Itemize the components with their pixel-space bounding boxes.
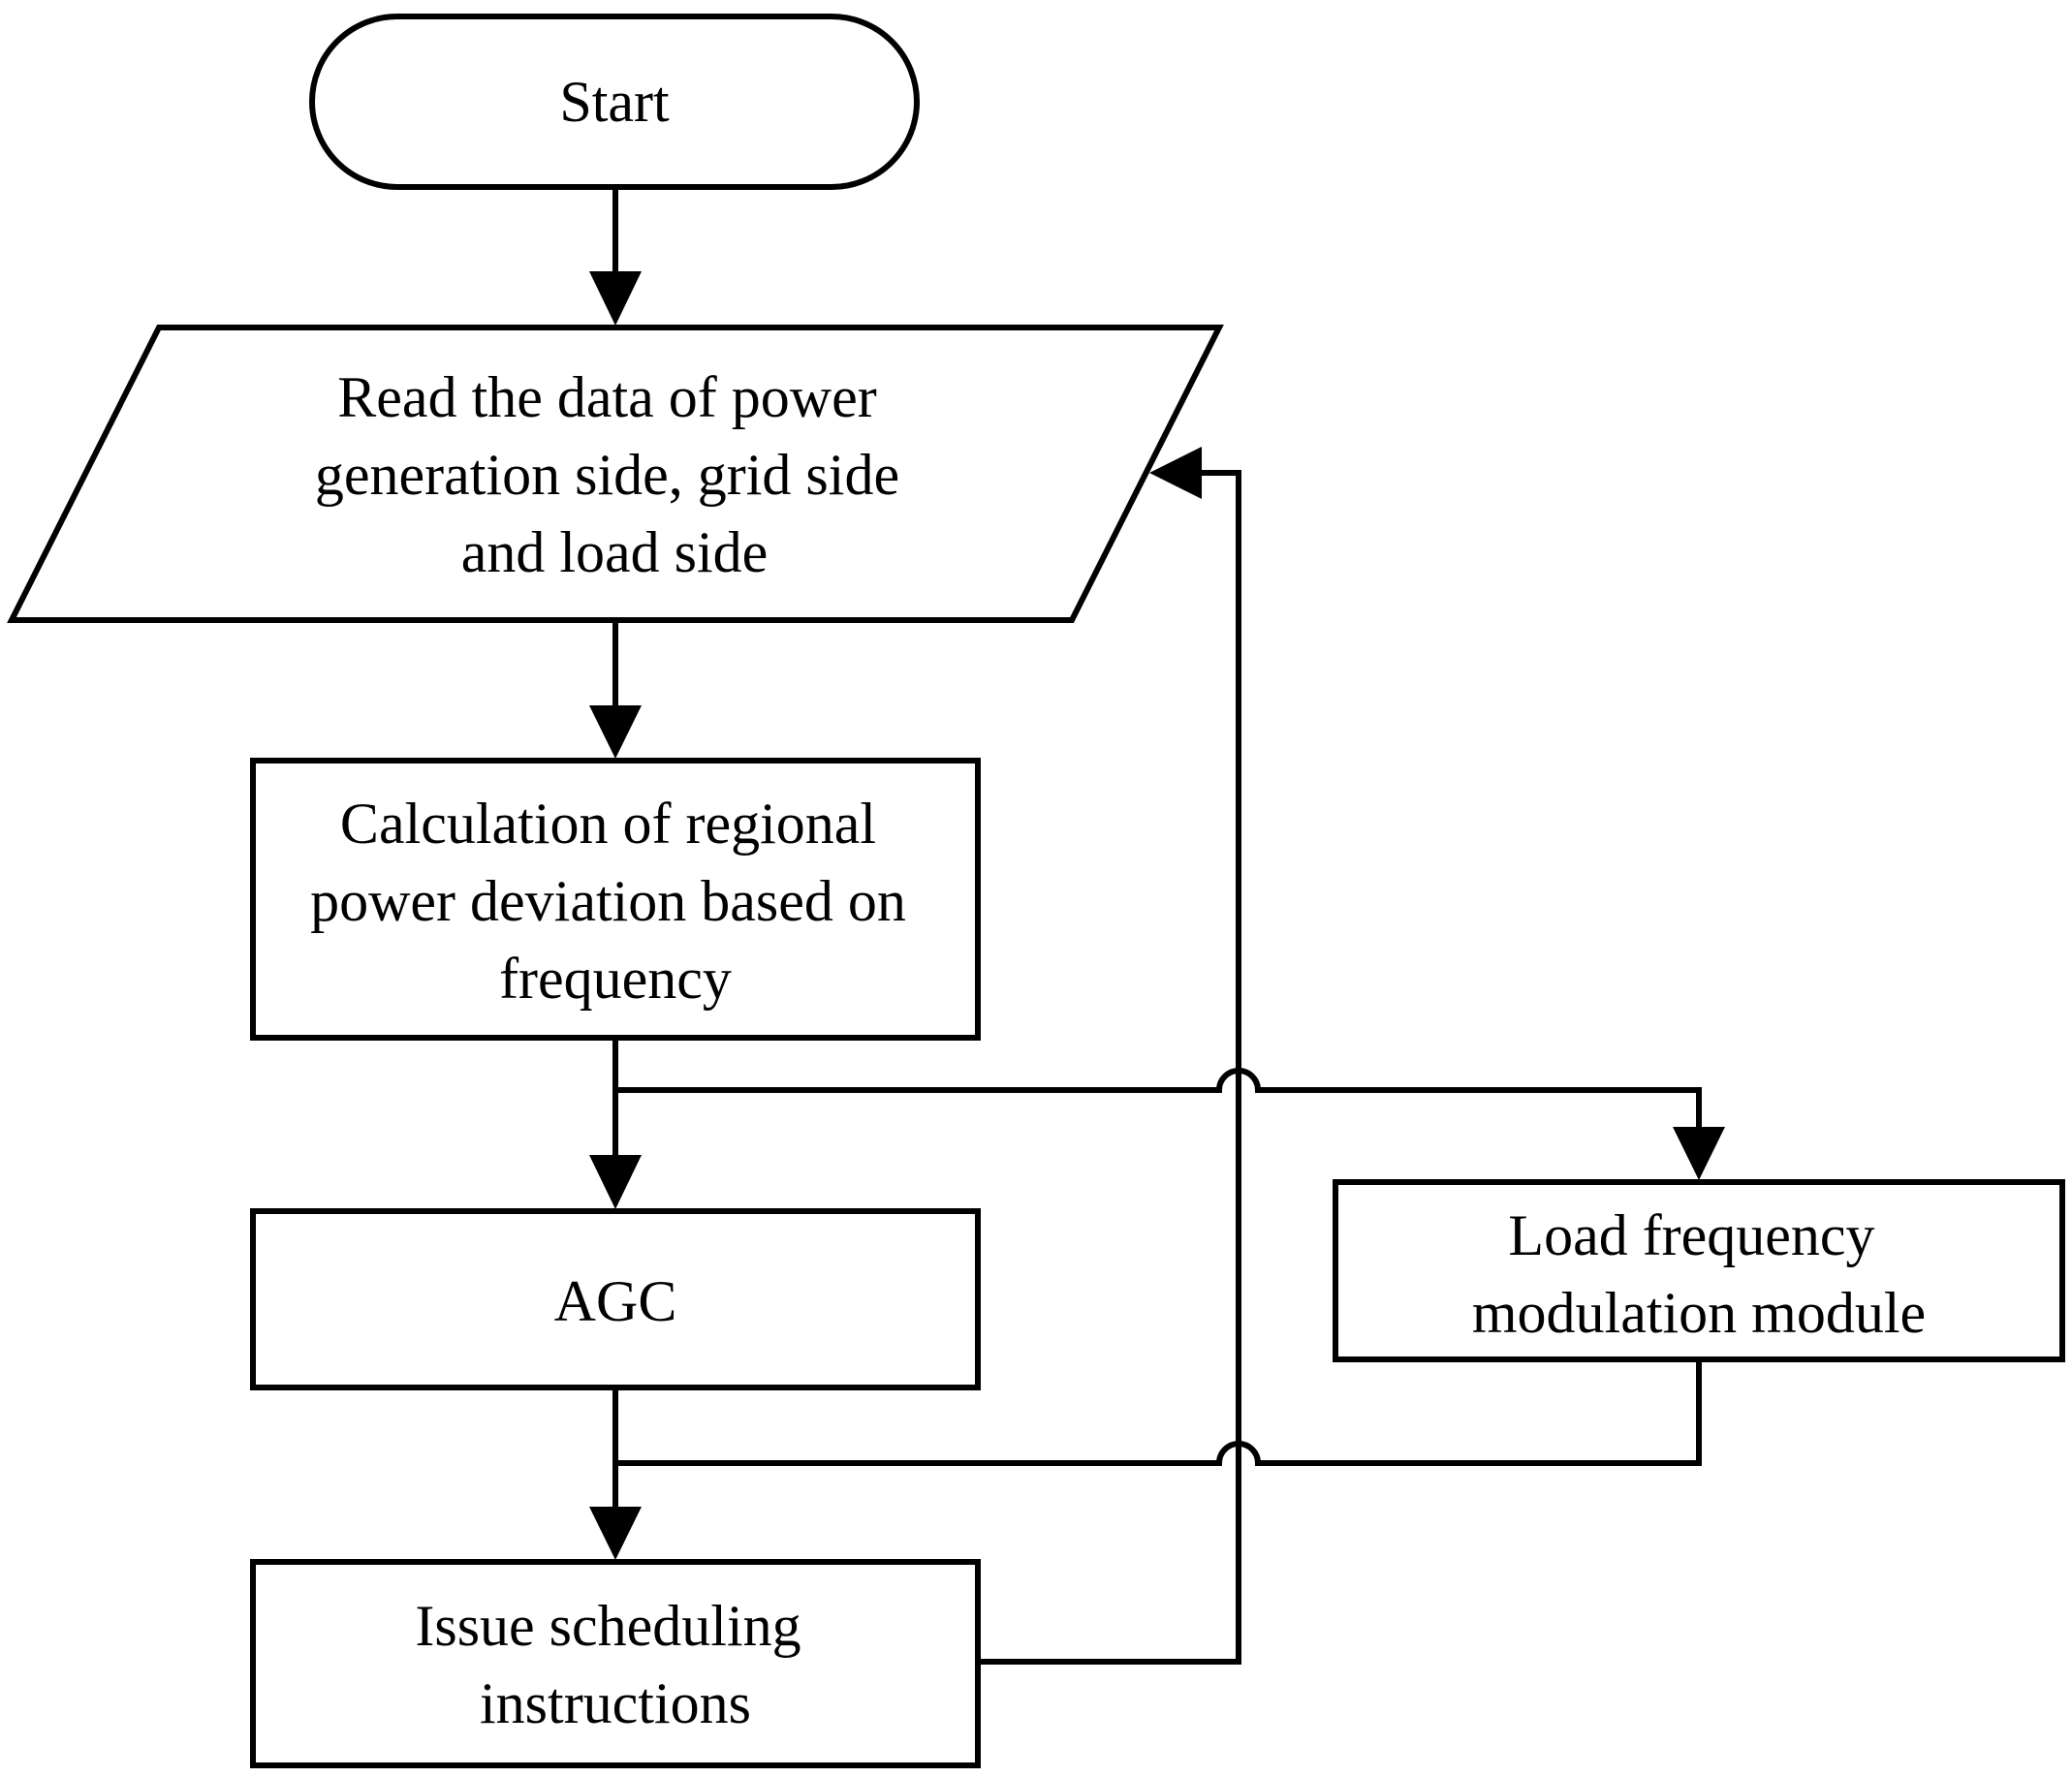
calculation-label: Calculation of regional power deviation … [310, 792, 921, 1011]
node-agc: AGC [250, 1208, 981, 1390]
connector-start-to-read [589, 187, 642, 326]
node-issue: Issue scheduling instructions [250, 1559, 981, 1768]
connector-agc-to-issue [589, 1387, 642, 1560]
arrowhead [589, 1155, 642, 1209]
agc-process-shape [250, 1208, 981, 1390]
arrowhead [589, 271, 642, 326]
connector-issue-feedback-to-read [978, 447, 1241, 1665]
read-data-parallelogram-shape [7, 325, 1224, 623]
start-label: Start [559, 70, 670, 134]
node-calculation: Calculation of regional power deviation … [250, 758, 981, 1041]
connector-calculation-to-agc [589, 1038, 642, 1209]
arrowhead [1673, 1127, 1725, 1180]
arrowhead [589, 1507, 642, 1560]
node-read-data: Read the data of power generation side, … [7, 325, 1224, 623]
issue-process-shape [250, 1559, 981, 1768]
connector-calculation-to-load-frequency [615, 1068, 1725, 1180]
node-start: Start [309, 14, 920, 190]
calculation-process-shape [250, 758, 981, 1041]
load-frequency-label: Load frequency modulation module [1472, 1203, 1926, 1345]
agc-label: AGC [554, 1269, 677, 1333]
connector-read-to-calculation [589, 620, 642, 759]
arrowhead [1149, 447, 1202, 499]
read-data-label: Read the data of power generation side, … [315, 365, 914, 584]
arrowhead [589, 705, 642, 759]
node-load-frequency: Load frequency modulation module [1333, 1179, 2065, 1362]
issue-label: Issue scheduling instructions [415, 1594, 815, 1735]
